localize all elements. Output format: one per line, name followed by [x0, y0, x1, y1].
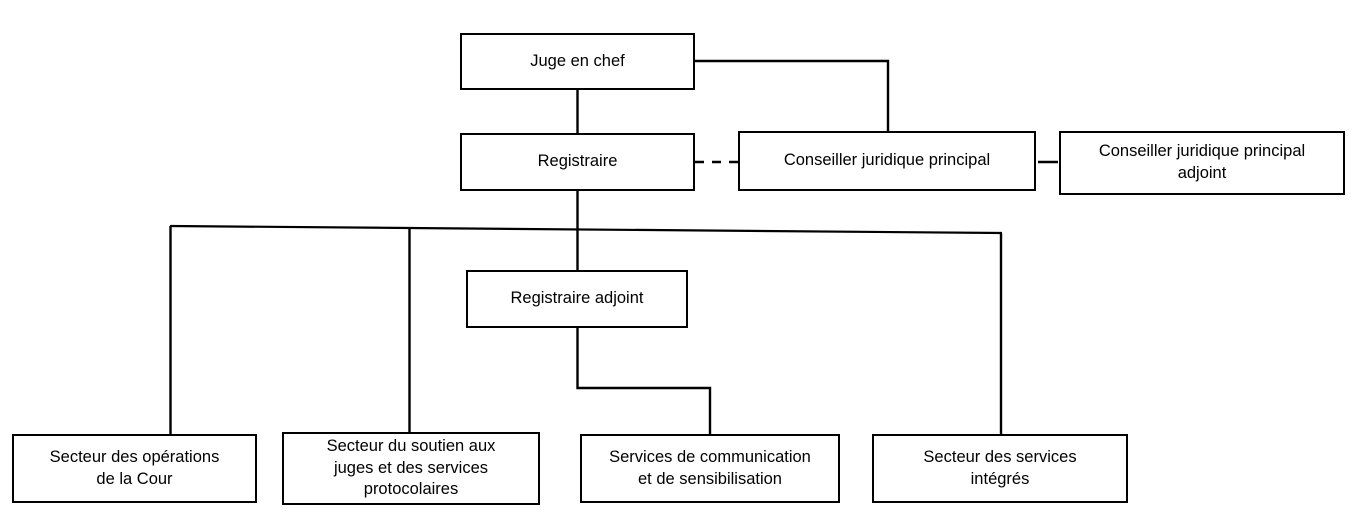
distribution-bus [169, 224, 1003, 235]
node-services-de-communication[interactable]: Services de communication et de sensibil… [580, 434, 840, 503]
node-juge-en-chef[interactable]: Juge en chef [460, 33, 695, 90]
node-secteur-des-services-integres[interactable]: Secteur des services intégrés [872, 434, 1128, 503]
edge-registraire-adjoint-to-communication [576, 328, 712, 434]
node-registraire-adjoint[interactable]: Registraire adjoint [466, 270, 688, 328]
node-registraire[interactable]: Registraire [460, 133, 695, 191]
node-conseiller-juridique-principal-adjoint[interactable]: Conseiller juridique principal adjoint [1059, 131, 1345, 195]
node-label: Secteur des services intégrés [923, 447, 1077, 488]
edge-juge-to-conseiller [695, 59, 890, 131]
node-label: Conseiller juridique principal [783, 151, 991, 170]
node-conseiller-juridique-principal[interactable]: Conseiller juridique principal [738, 131, 1036, 191]
node-label: Juge en chef [530, 51, 625, 70]
node-label: Conseiller juridique principal adjoint [1098, 142, 1306, 182]
node-label: Secteur des opérations de la Cour [49, 447, 220, 488]
node-label: Secteur du soutien aux juges et des serv… [326, 436, 496, 499]
node-secteur-du-soutien-aux-juges[interactable]: Secteur du soutien aux juges et des serv… [282, 432, 540, 505]
node-label: Registraire adjoint [510, 289, 644, 308]
node-secteur-des-operations-de-la-cour[interactable]: Secteur des opérations de la Cour [12, 434, 257, 503]
node-label: Registraire [537, 152, 618, 171]
node-label: Services de communication et de sensibil… [609, 447, 811, 488]
